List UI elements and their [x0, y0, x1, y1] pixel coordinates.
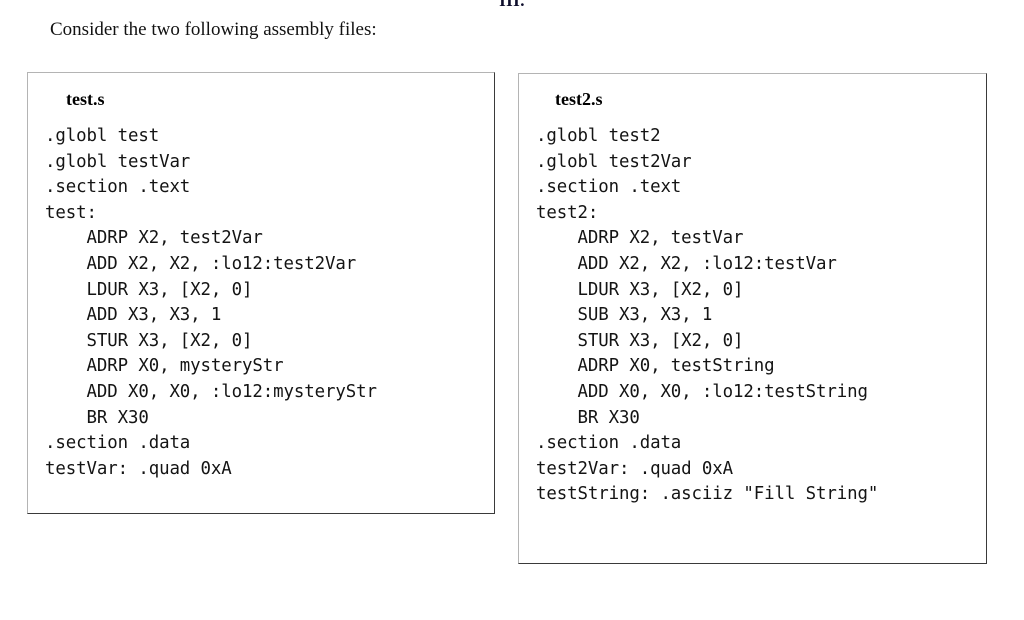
- code-line: .globl test: [45, 126, 160, 146]
- code-line: BR X30: [45, 407, 149, 428]
- code-line: .globl test2: [536, 126, 661, 146]
- code-line: ADD X0, X0, :lo12:testString: [536, 381, 868, 402]
- code-line: ADRP X2, testVar: [536, 228, 744, 249]
- intro-sentence: Consider the two following assembly file…: [50, 19, 377, 40]
- code-line: .section .text: [536, 177, 682, 198]
- code-line: ADD X2, X2, :lo12:testVar: [536, 253, 837, 274]
- code-block-title: test.s: [66, 89, 105, 109]
- code-line: STUR X3, [X2, 0]: [536, 330, 744, 351]
- code-line: STUR X3, [X2, 0]: [45, 330, 253, 351]
- code-line: BR X30: [536, 407, 640, 428]
- code-line: .section .text: [45, 177, 191, 198]
- code-line: LDUR X3, [X2, 0]: [536, 279, 744, 300]
- code-line: test:: [45, 202, 97, 223]
- code-line: test2Var: .quad 0xA: [536, 458, 734, 479]
- code-line: .globl test2Var: [536, 151, 692, 172]
- code-line: LDUR X3, [X2, 0]: [45, 279, 253, 300]
- code-line: .section .data: [536, 433, 682, 454]
- code-listing: .globl test .globl testVar .section .text t…: [45, 124, 494, 482]
- code-line: .section .data: [45, 433, 191, 454]
- code-listing: .globl test2 .globl test2Var .section .tex…: [536, 124, 986, 508]
- code-line: ADD X0, X0, :lo12:mysteryStr: [45, 381, 377, 402]
- code-line: .globl testVar: [45, 151, 191, 172]
- code-block-test2-s: test2.s .globl test2 .globl test2Var .sect…: [518, 73, 987, 564]
- code-line: ADD X2, X2, :lo12:test2Var: [45, 253, 357, 274]
- code-line: test2:: [536, 202, 599, 223]
- code-line: ADRP X2, test2Var: [45, 228, 263, 249]
- code-line: testString: .asciiz "Fill String": [536, 484, 879, 505]
- code-block-test-s: test.s .globl test .globl testVar .section…: [27, 72, 495, 514]
- code-line: ADRP X0, mysteryStr: [45, 356, 284, 377]
- code-line: SUB X3, X3, 1: [536, 305, 713, 326]
- code-block-title: test2.s: [555, 89, 603, 109]
- code-line: ADRP X0, testString: [536, 356, 775, 377]
- code-line: testVar: .quad 0xA: [45, 458, 232, 479]
- section-numeral: III.: [499, 0, 525, 10]
- code-line: ADD X3, X3, 1: [45, 305, 222, 326]
